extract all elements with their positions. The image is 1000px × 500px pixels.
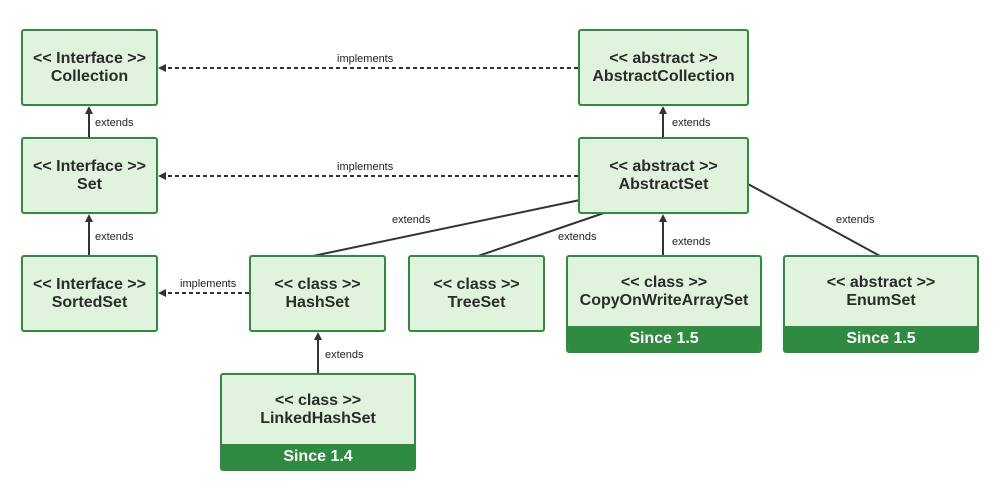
node-sorted-set-name: SortedSet: [51, 293, 128, 311]
edge-hashset-extends-abstractset: [312, 199, 581, 257]
node-tree-set-stereotype: << class >>: [433, 275, 520, 293]
node-abstract-collection-name: AbstractCollection: [592, 67, 735, 85]
node-copy-on-write-array-set: << class >> CopyOnWriteArraySet Since 1.…: [566, 255, 762, 353]
node-set: << Interface >> Set: [21, 137, 158, 214]
node-copy-on-write-array-set-name: CopyOnWriteArraySet: [579, 291, 749, 309]
label-extends-linkedhashset-hashset: extends: [325, 349, 364, 361]
node-set-name: Set: [77, 175, 102, 193]
label-extends-enumset-abstractset: extends: [836, 214, 875, 226]
node-enum-set-name: EnumSet: [846, 291, 916, 309]
node-abstract-set: << abstract >> AbstractSet: [578, 137, 749, 214]
node-collection-name: Collection: [50, 67, 129, 85]
label-extends-hashset-abstractset: extends: [392, 214, 431, 226]
node-abstract-set-stereotype: << abstract >>: [609, 157, 718, 175]
node-linked-hash-set-stereotype: << class >>: [274, 391, 362, 409]
node-hash-set: << class >> HashSet: [249, 255, 386, 332]
label-extends-sortedset-set: extends: [95, 231, 134, 243]
node-linked-hash-set-name: LinkedHashSet: [260, 409, 376, 427]
node-enum-set-stereotype: << abstract >>: [826, 273, 936, 291]
label-implements-set: implements: [337, 161, 394, 173]
edge-treeset-extends-abstractset: [477, 212, 605, 257]
node-tree-set-name: TreeSet: [447, 293, 506, 311]
node-tree-set: << class >> TreeSet: [408, 255, 545, 332]
node-hash-set-name: HashSet: [285, 293, 350, 311]
label-implements-sortedset: implements: [180, 278, 237, 290]
node-linked-hash-set: << class >> LinkedHashSet Since 1.4: [220, 373, 416, 471]
edge-enumset-extends-abstractset: [747, 183, 881, 257]
label-extends-copyonwritearrayset-abstractset: extends: [672, 236, 711, 248]
label-implements-collection: implements: [337, 53, 394, 65]
label-extends-set-collection: extends: [95, 117, 134, 129]
node-set-stereotype: << Interface >>: [33, 157, 146, 175]
node-sorted-set-stereotype: << Interface >>: [33, 275, 146, 293]
node-copy-on-write-array-set-stereotype: << class >>: [620, 273, 708, 291]
since-badge-enum-set: Since 1.5: [785, 326, 977, 351]
node-collection: << Interface >> Collection: [21, 29, 158, 106]
node-sorted-set: << Interface >> SortedSet: [21, 255, 158, 332]
node-abstract-set-name: AbstractSet: [618, 175, 709, 193]
node-enum-set: << abstract >> EnumSet Since 1.5: [783, 255, 979, 353]
since-badge-copy-on-write-array-set: Since 1.5: [568, 326, 760, 351]
node-abstract-collection: << abstract >> AbstractCollection: [578, 29, 749, 106]
node-abstract-collection-stereotype: << abstract >>: [609, 49, 718, 67]
label-extends-abstractset-abstractcollection: extends: [672, 117, 711, 129]
node-hash-set-stereotype: << class >>: [274, 275, 361, 293]
since-badge-linked-hash-set: Since 1.4: [222, 444, 414, 469]
label-extends-treeset-abstractset: extends: [558, 231, 597, 243]
node-collection-stereotype: << Interface >>: [33, 49, 146, 67]
